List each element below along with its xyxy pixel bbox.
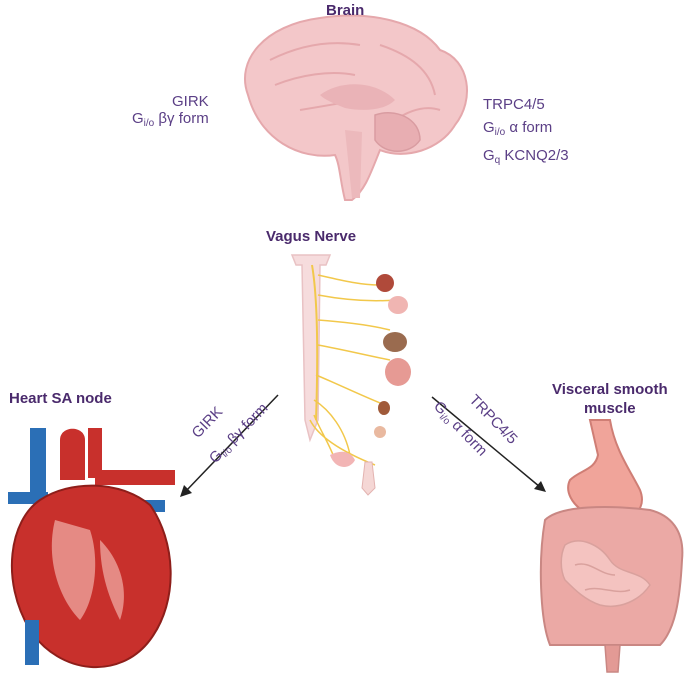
brain-right-label: TRPC4/5 Gi/o α form Gq KCNQ2/3 (483, 93, 569, 172)
vagus-nerve-illustration (290, 254, 411, 496)
brain-left-line2: Gi/o βγ form (132, 110, 209, 129)
brain-illustration (244, 14, 468, 201)
brain-title: Brain (326, 2, 365, 19)
brain-right-line1: TRPC4/5 (483, 96, 545, 113)
brain-left-label: GIRK Gi/o βγ form (132, 93, 222, 129)
visceral-title-line1: Visceral smooth (552, 381, 668, 398)
brain-right-line3: Gq KCNQ2/3 (483, 147, 569, 166)
intestine-illustration (539, 419, 684, 673)
heart-illustration (8, 428, 175, 669)
brain-left-line1: GIRK (172, 93, 209, 110)
arrow-to-visceral (431, 396, 546, 492)
heart-title: Heart SA node (9, 390, 112, 407)
visceral-title-line2: muscle (583, 400, 636, 417)
brain-right-line2: Gi/o α form (483, 119, 553, 138)
vagus-nerve-title: Vagus Nerve (266, 228, 357, 245)
visceral-title: Visceral smooth muscle (552, 380, 668, 418)
arrow-to-heart (180, 394, 279, 497)
